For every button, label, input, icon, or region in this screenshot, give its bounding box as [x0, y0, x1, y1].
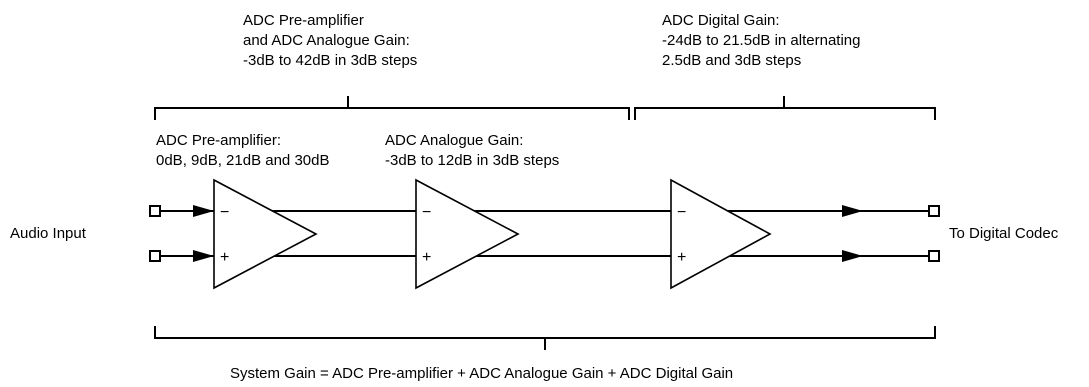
input-arrow-plus	[193, 250, 214, 262]
digital-line-2: -24dB to 21.5dB in alternating	[662, 32, 861, 49]
output-arrow-minus	[842, 205, 863, 217]
digital-group-label: ADC Digital Gain: -24dB to 21.5dB in alt…	[662, 11, 860, 71]
pre-amplifier-line-1: ADC Pre-amplifier:	[156, 132, 282, 149]
input-terminal-plus	[149, 250, 161, 262]
pre-amplifier-label: ADC Pre-amplifier: 0dB, 9dB, 21dB and 30…	[156, 131, 329, 171]
pre-analogue-line-1: ADC Pre-amplifier	[243, 12, 364, 29]
output-terminal-minus	[928, 205, 940, 217]
output-terminal-plus	[928, 250, 940, 262]
pre-analogue-bracket	[154, 96, 630, 120]
pre-analogue-line-2: and ADC Analogue Gain:	[243, 32, 410, 49]
system-gain-bracket	[154, 326, 936, 350]
digital-gain-minus-sign: −	[677, 204, 686, 221]
analogue-gain-line-1: ADC Analogue Gain:	[385, 132, 524, 149]
digital-gain-plus-sign: +	[677, 249, 686, 266]
analogue-gain-line-2: -3dB to 12dB in 3dB steps	[385, 152, 560, 169]
pre-analogue-line-3: -3dB to 42dB in 3dB steps	[243, 52, 418, 69]
audio-input-label: Audio Input	[10, 225, 86, 242]
analogue-gain-label: ADC Analogue Gain: -3dB to 12dB in 3dB s…	[385, 131, 559, 171]
pre-amplifier-line-2: 0dB, 9dB, 21dB and 30dB	[156, 152, 330, 169]
to-digital-codec-label: To Digital Codec	[949, 225, 1059, 242]
pre-analogue-group-label: ADC Pre-amplifier and ADC Analogue Gain:…	[243, 11, 417, 71]
input-arrow-minus	[193, 205, 214, 217]
pre-amplifier-minus-sign: −	[220, 204, 229, 221]
digital-gain-bracket	[634, 96, 936, 120]
digital-line-1: ADC Digital Gain:	[662, 12, 780, 29]
pre-amplifier-triangle	[213, 178, 318, 290]
analogue-gain-triangle	[415, 178, 520, 290]
pre-amplifier-plus-sign: +	[220, 249, 229, 266]
system-gain-label: System Gain = ADC Pre-amplifier + ADC An…	[230, 365, 734, 382]
analogue-gain-minus-sign: −	[422, 204, 431, 221]
digital-gain-triangle	[670, 178, 772, 290]
input-terminal-minus	[149, 205, 161, 217]
output-arrow-plus	[842, 250, 863, 262]
analogue-gain-plus-sign: +	[422, 249, 431, 266]
digital-line-3: 2.5dB and 3dB steps	[662, 52, 802, 69]
